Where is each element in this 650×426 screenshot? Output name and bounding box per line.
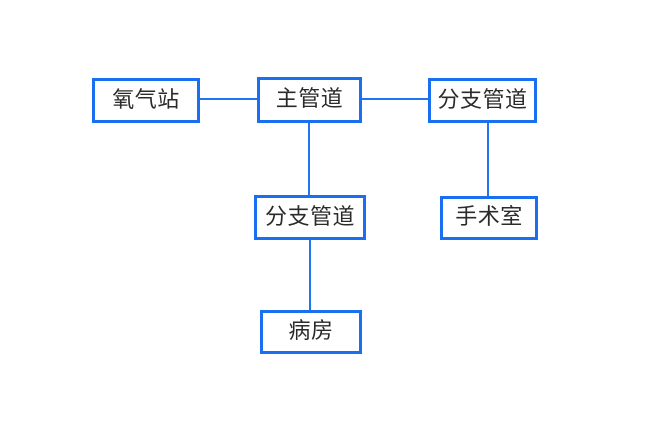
node-label-branch-pipeline-middle: 分支管道 (264, 204, 355, 230)
node-label-ward: 病房 (288, 319, 334, 344)
node-label-oxygen-station: 氧气站 (112, 87, 180, 113)
connector-branch-right-to-operating-room (487, 123, 489, 196)
connector-branch-middle-to-ward (309, 240, 311, 310)
node-label-main-pipeline: 主管道 (275, 87, 344, 112)
node-label-branch-pipeline-right: 分支管道 (437, 87, 528, 113)
node-main-pipeline[interactable]: 主管道 (257, 77, 362, 123)
node-oxygen-station[interactable]: 氧气站 (92, 78, 200, 123)
node-ward[interactable]: 病房 (260, 310, 362, 354)
node-label-operating-room: 手术室 (455, 205, 523, 230)
node-operating-room[interactable]: 手术室 (440, 196, 538, 240)
connector-main-pipeline-to-branch-right (362, 98, 428, 100)
connector-oxygen-station-to-main-pipeline (200, 98, 257, 100)
connector-main-pipeline-to-branch-middle (308, 123, 310, 195)
node-branch-pipeline-middle[interactable]: 分支管道 (254, 195, 366, 240)
node-branch-pipeline-right[interactable]: 分支管道 (428, 78, 537, 123)
